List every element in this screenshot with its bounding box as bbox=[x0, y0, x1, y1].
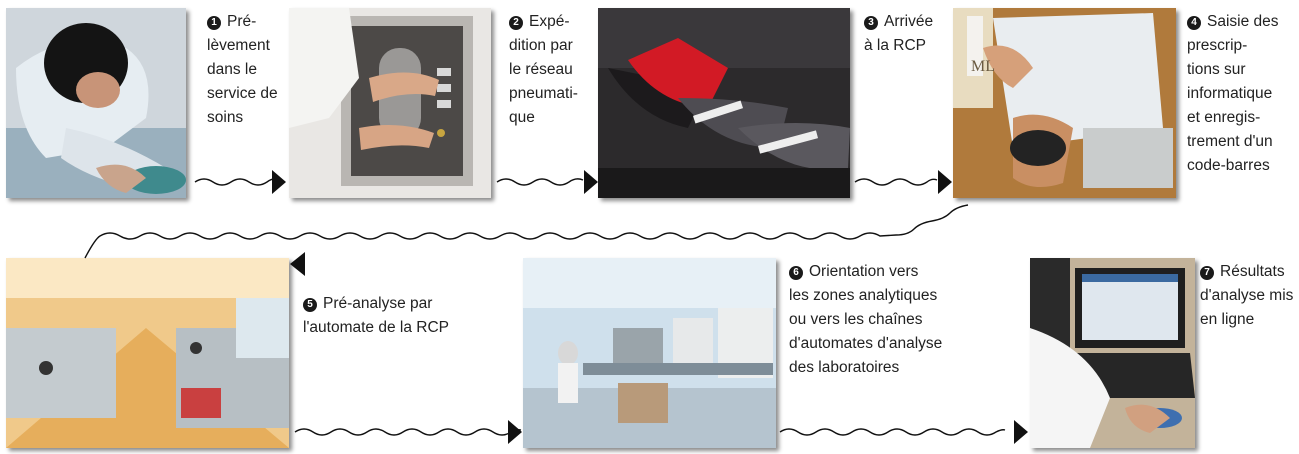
step-1-line-3: dans le bbox=[207, 61, 257, 78]
step-1-number-badge: 1 bbox=[207, 16, 221, 30]
step-3-line-2: à la RCP bbox=[864, 37, 927, 54]
step-6-line-3: ou vers les chaînes bbox=[789, 311, 923, 328]
step-4-number-badge: 4 bbox=[1187, 16, 1201, 30]
step-4-caption: 4 Saisie des prescrip- tions sur informat… bbox=[1187, 10, 1297, 178]
step-6-number-badge: 6 bbox=[789, 266, 803, 280]
step-6-line-1: Orientation vers bbox=[809, 263, 919, 280]
step-7-number-badge: 7 bbox=[1200, 266, 1214, 280]
flow-arrow-1-2 bbox=[194, 178, 278, 186]
step-5-line-2: l'automate de la RCP bbox=[303, 319, 449, 336]
arrowhead-1-2 bbox=[272, 170, 286, 194]
step-2-line-4: pneumati- bbox=[509, 85, 578, 102]
step-5-line-1: Pré-analyse par bbox=[323, 295, 433, 312]
step-1-line-5: soins bbox=[207, 109, 244, 126]
flow-arrow-6-7 bbox=[779, 428, 1006, 436]
step-6-line-5: des laboratoires bbox=[789, 359, 900, 376]
step-5-number-badge: 5 bbox=[303, 298, 317, 312]
step-2-number-badge: 2 bbox=[509, 16, 523, 30]
step-1-line-1: Pré- bbox=[227, 13, 257, 30]
arrowhead-2-3 bbox=[584, 170, 598, 194]
step-7-line-3: en ligne bbox=[1200, 311, 1255, 328]
step-4-line-4: informatique bbox=[1187, 85, 1273, 102]
step-1-line-2: lèvement bbox=[207, 37, 270, 54]
step-1-line-4: service de bbox=[207, 85, 278, 102]
photo-barcode-entry: ML bbox=[953, 8, 1176, 198]
photo-sign-text: ML bbox=[971, 58, 995, 75]
step-4-line-3: tions sur bbox=[1187, 61, 1246, 78]
flow-arrow-4-5 bbox=[84, 204, 969, 259]
step-4-line-5: et enregis- bbox=[1187, 109, 1261, 126]
photo-sampling bbox=[6, 8, 186, 198]
step-7-line-1: Résultats bbox=[1220, 263, 1285, 280]
photo-preanalysis-automate bbox=[6, 258, 289, 448]
step-2-caption: 2 Expé- dition par le réseau pneumati- qu… bbox=[509, 10, 594, 130]
step-7-line-2: d'analyse mis bbox=[1200, 287, 1294, 304]
step-2-line-5: que bbox=[509, 109, 535, 126]
step-5-caption: 5 Pré-analyse par l'automate de la RCP bbox=[303, 292, 493, 340]
step-2-line-2: dition par bbox=[509, 37, 573, 54]
arrowhead-3-4 bbox=[938, 170, 952, 194]
step-4-line-6: trement d'un bbox=[1187, 133, 1273, 150]
step-7-caption: 7 Résultats d'analyse mis en ligne bbox=[1200, 260, 1298, 332]
photo-arrival-trays bbox=[598, 8, 850, 198]
photo-results-online bbox=[1030, 258, 1195, 448]
step-2-line-3: le réseau bbox=[509, 61, 573, 78]
arrowhead-4-5 bbox=[290, 252, 305, 276]
step-4-line-7: code-barres bbox=[1187, 157, 1270, 174]
step-6-line-2: les zones analytiques bbox=[789, 287, 938, 304]
step-4-line-2: prescrip- bbox=[1187, 37, 1248, 54]
step-3-number-badge: 3 bbox=[864, 16, 878, 30]
step-4-line-1: Saisie des bbox=[1207, 13, 1279, 30]
flow-arrow-5-6 bbox=[294, 428, 522, 436]
arrowhead-6-7 bbox=[1014, 420, 1028, 444]
flow-arrow-2-3 bbox=[496, 178, 584, 186]
photo-analytical-zones bbox=[523, 258, 776, 448]
step-3-line-1: Arrivée bbox=[884, 13, 934, 30]
step-3-caption: 3 Arrivée à la RCP bbox=[864, 10, 949, 58]
flow-arrow-3-4 bbox=[854, 178, 938, 186]
step-1-caption: 1 Pré- lèvement dans le service de soins bbox=[207, 10, 287, 130]
photo-pneumatic-station bbox=[289, 8, 491, 198]
step-2-line-1: Expé- bbox=[529, 13, 570, 30]
arrowhead-5-6 bbox=[508, 420, 522, 444]
step-6-line-4: d'automates d'analyse bbox=[789, 335, 943, 352]
